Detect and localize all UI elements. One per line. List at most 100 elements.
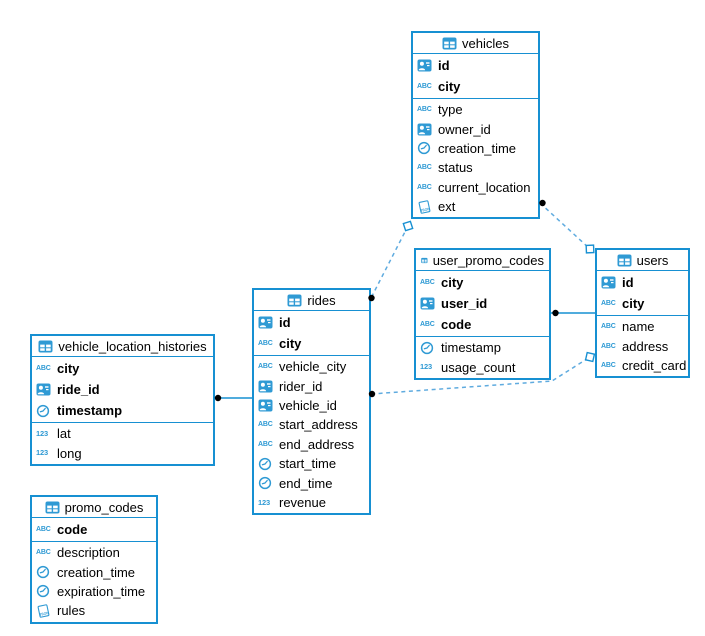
relation-vehicles-users[interactable] [539,202,591,250]
column-label: vehicle_city [279,359,347,375]
column-type-iconslot [417,141,436,155]
column-ride_id[interactable]: ride_id [32,379,213,400]
column-type-iconslot: ABC [258,441,277,448]
clock-icon [420,341,434,354]
column-label: id [622,275,634,290]
abc-icon: ABC [36,549,51,557]
table-header[interactable]: vehicles [413,33,538,54]
relation-endpoint-diamond [585,244,595,254]
column-type-iconslot: ABC [36,526,55,533]
column-label: name [622,319,655,335]
column-label: type [438,102,463,118]
table-title: users [636,252,669,268]
column-id[interactable]: id [597,272,688,293]
abc-icon: ABC [417,164,432,172]
column-expiration_time[interactable]: expiration_time [32,582,156,601]
column-type-iconslot: ABC [420,321,439,328]
json-icon: JSON [37,604,50,618]
column-type-iconslot: ABC [601,362,620,369]
column-label: revenue [279,494,326,510]
column-creation_time[interactable]: creation_time [32,562,156,581]
column-type-iconslot [36,565,55,579]
column-rider_id[interactable]: rider_id [254,376,369,395]
number-icon: 123 [258,497,270,507]
table-header[interactable]: user_promo_codes [416,250,549,271]
table-header[interactable]: users [597,250,688,271]
abc-icon: ABC [417,183,432,191]
column-type-iconslot [258,399,277,412]
table-header[interactable]: promo_codes [32,497,156,518]
column-type-iconslot [36,404,55,418]
column-label: start_time [279,456,337,472]
column-user_id[interactable]: user_id [416,293,549,314]
abc-icon: ABC [601,300,616,307]
relation-vehicles-rides[interactable] [370,225,409,299]
abc-icon: ABC [420,321,435,328]
uuid-icon [420,297,435,310]
svg-text:JSON: JSON [420,207,431,213]
column-type-iconslot: ABC [36,549,55,556]
column-label: end_address [279,436,355,452]
column-description[interactable]: ABC description [32,543,156,562]
column-creation_time[interactable]: creation_time [413,139,538,158]
table-header[interactable]: vehicle_location_histories [32,336,213,357]
uuid-icon [258,380,273,393]
column-id[interactable]: id [413,55,538,76]
table-title: vehicles [462,35,509,51]
column-type-iconslot: ABC [36,365,55,372]
column-owner_id[interactable]: owner_id [413,119,538,138]
column-start_time[interactable]: start_time [254,454,369,473]
column-type-iconslot: 123 [420,363,439,371]
column-label: credit_card [622,357,687,373]
table-title: rides [307,292,336,308]
column-label: description [57,545,120,561]
column-label: creation_time [57,564,136,580]
table-header[interactable]: rides [254,290,369,311]
table-title: vehicle_location_histories [58,338,207,354]
column-label: creation_time [438,140,517,156]
column-type-iconslot: ABC [417,106,436,113]
column-timestamp[interactable]: timestamp [416,338,549,357]
column-label: code [57,522,88,537]
column-vehicle_id[interactable]: vehicle_id [254,396,369,415]
abc-icon: ABC [601,342,616,350]
uuid-icon [417,123,432,136]
column-revenue[interactable]: 123 revenue [254,493,369,512]
column-label: long [57,445,82,461]
column-id[interactable]: id [254,312,369,333]
column-label: code [441,317,472,332]
column-timestamp[interactable]: timestamp [32,400,213,421]
column-code[interactable]: ABC code [416,314,549,335]
column-end_time[interactable]: end_time [254,473,369,492]
